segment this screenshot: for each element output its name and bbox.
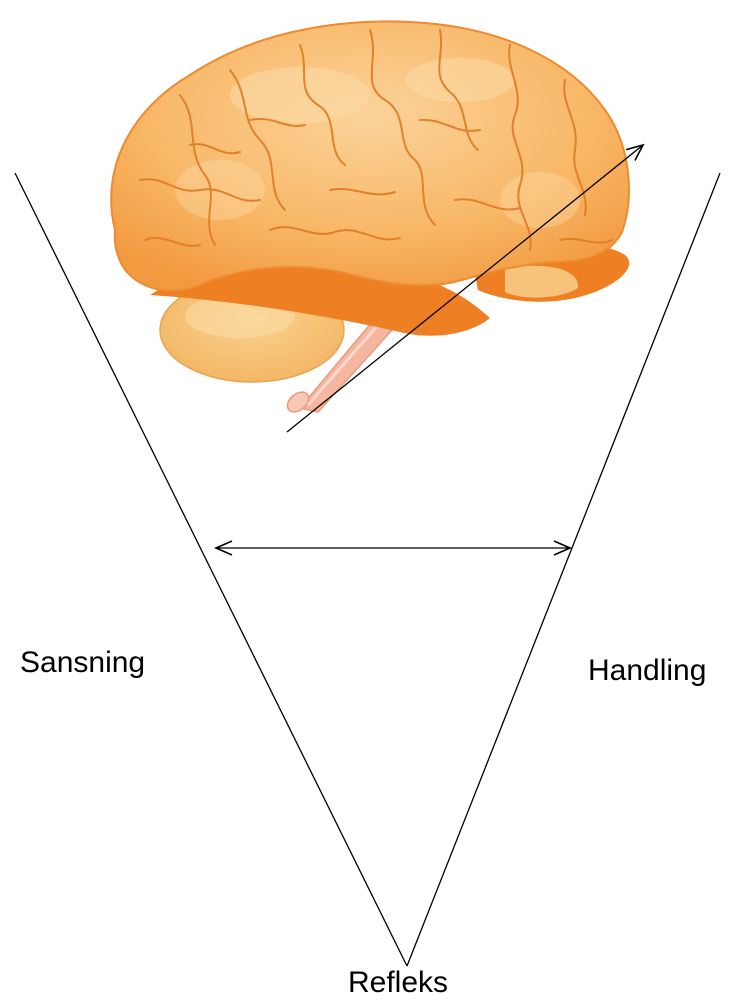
label-action: Handling — [588, 656, 706, 686]
label-sensing: Sansning — [20, 648, 145, 678]
cerebrum-icon — [111, 21, 629, 290]
label-reflex: Refleks — [348, 968, 448, 998]
